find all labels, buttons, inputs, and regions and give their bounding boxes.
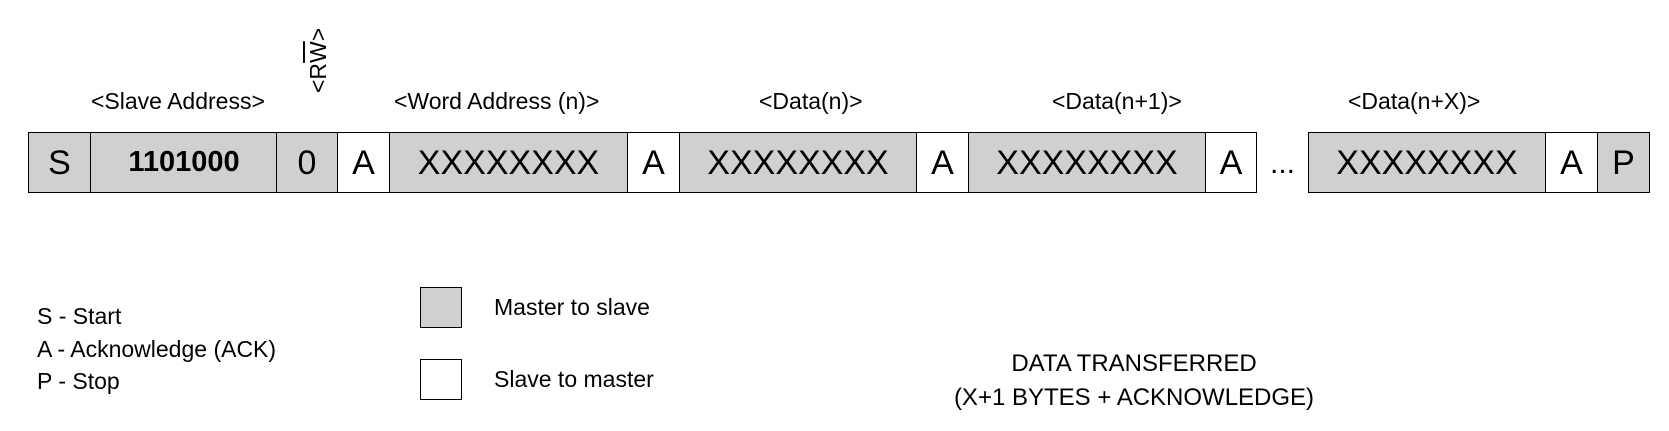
stop-bit-cell: P	[1597, 132, 1650, 193]
rw-prefix: <R	[305, 62, 331, 93]
data-nx-label: <Data(n+X)>	[1348, 88, 1481, 114]
ack-cell: A	[1545, 132, 1598, 193]
ellipsis: ...	[1269, 147, 1295, 180]
rw-bit-label: <RW>	[305, 20, 331, 100]
slave-to-master-label: Slave to master	[494, 366, 654, 392]
ack-cell: A	[337, 132, 390, 193]
data-n-label: <Data(n)>	[759, 88, 863, 114]
slave-to-master-swatch	[420, 359, 462, 400]
data-n1-cell: XXXXXXXX	[968, 132, 1206, 193]
data-transferred-subtitle: (X+1 BYTES + ACKNOWLEDGE)	[953, 384, 1315, 411]
word-address-label: <Word Address (n)>	[394, 88, 600, 114]
ack-cell: A	[916, 132, 969, 193]
slave-address-cell: 1101000	[90, 132, 278, 193]
rw-suffix: >	[305, 27, 331, 41]
data-nx-cell: XXXXXXXX	[1308, 132, 1546, 193]
rw-overlined-w: W	[305, 40, 331, 63]
rw-bit-cell: 0	[276, 132, 338, 193]
start-bit-cell: S	[28, 132, 91, 193]
master-to-slave-swatch	[420, 287, 462, 328]
data-n-cell: XXXXXXXX	[679, 132, 917, 193]
ack-cell: A	[1205, 132, 1257, 193]
ack-cell: A	[627, 132, 680, 193]
legend-acknowledge: A - Acknowledge (ACK)	[37, 336, 277, 362]
word-address-cell: XXXXXXXX	[389, 132, 628, 193]
data-transferred-title: DATA TRANSFERRED	[1011, 350, 1257, 377]
master-to-slave-label: Master to slave	[494, 294, 650, 320]
legend-stop: P - Stop	[37, 368, 120, 394]
legend-start: S - Start	[37, 303, 122, 329]
slave-address-label: <Slave Address>	[91, 88, 265, 114]
data-n1-label: <Data(n+1)>	[1052, 88, 1182, 114]
